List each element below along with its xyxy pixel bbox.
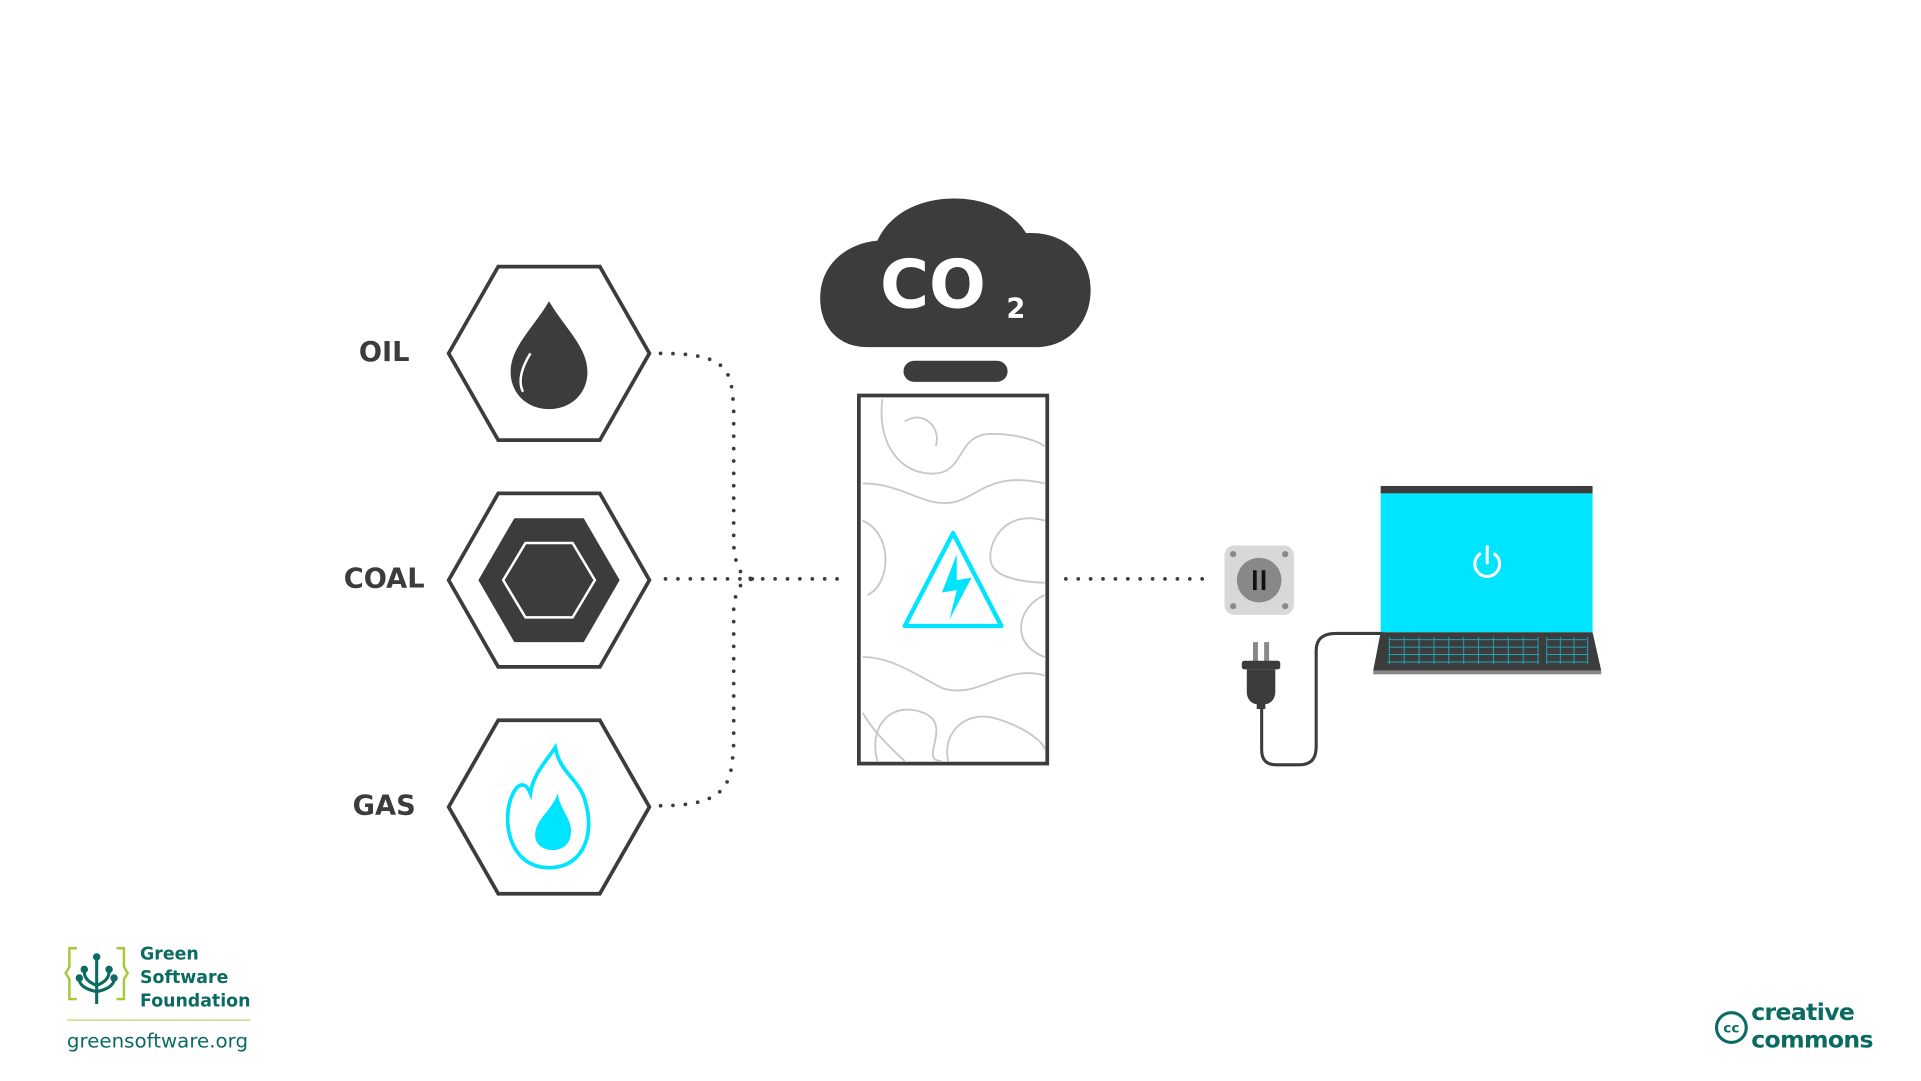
gas-flame-icon: [505, 742, 591, 870]
oil-label: OIL: [359, 337, 410, 368]
source-coal: COAL: [344, 491, 652, 669]
keyboard: [1386, 637, 1589, 665]
wall-socket: [1224, 545, 1294, 615]
power-icon: [1473, 545, 1502, 578]
green-software-foundation-logo: Green Software Foundation greensoftware.…: [64, 944, 250, 1052]
chimney-cap: [903, 360, 1008, 382]
co2-subscript: 2: [1006, 293, 1025, 324]
oil-drop-icon: [510, 301, 588, 410]
power-plant: [857, 393, 1050, 766]
license-line1: creative: [1751, 998, 1854, 1026]
org-name-line3: Foundation: [140, 991, 250, 1011]
co2-text: CO: [880, 246, 986, 324]
org-name-line1: Green: [140, 944, 199, 964]
org-url-link[interactable]: greensoftware.org: [67, 1029, 248, 1052]
plug-icon: [1241, 631, 1384, 767]
org-name-line2: Software: [140, 968, 228, 988]
connector-lines: [658, 351, 1217, 808]
high-voltage-warning-icon: [902, 530, 1004, 629]
gas-label: GAS: [353, 790, 416, 821]
license-line2: commons: [1751, 1025, 1873, 1053]
source-oil: OIL: [359, 264, 652, 442]
creative-commons-logo: cc creative commons: [1714, 998, 1874, 1053]
coal-icon: [478, 518, 620, 643]
laptop-icon: [1373, 485, 1602, 675]
cc-badge: cc: [1723, 1021, 1739, 1037]
co2-cloud: CO 2: [820, 198, 1091, 382]
source-gas: GAS: [353, 718, 652, 896]
coal-label: COAL: [344, 564, 425, 595]
